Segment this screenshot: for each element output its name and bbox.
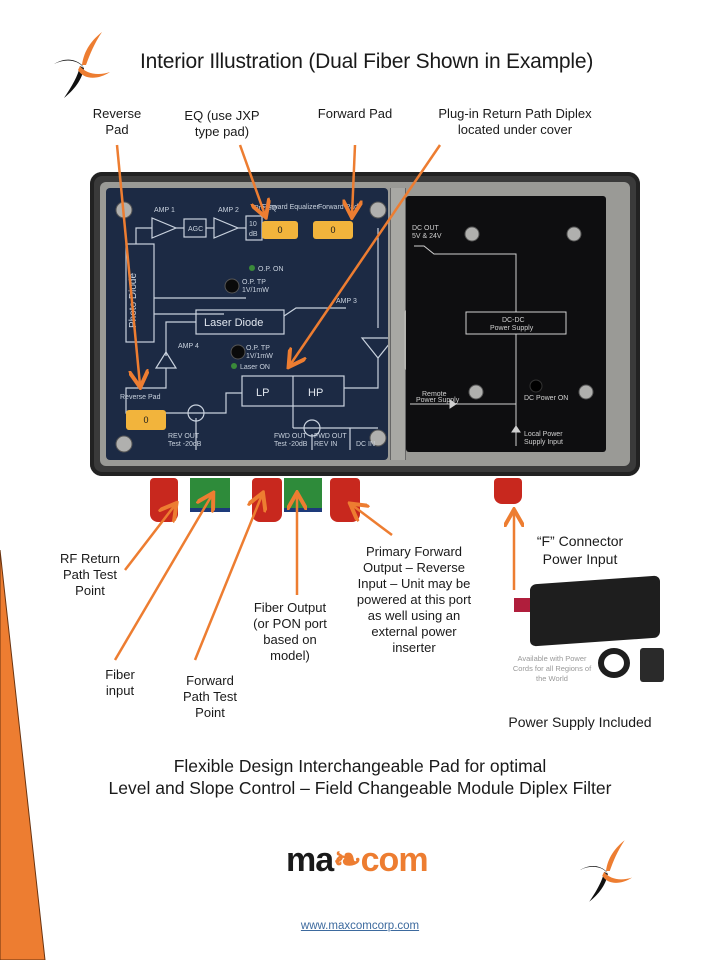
screw-icon	[115, 435, 133, 453]
callout-reverse-pad: Reverse Pad	[92, 106, 142, 137]
arrow-forward-test	[193, 495, 262, 661]
laser-on-led-icon	[231, 363, 237, 369]
svg-text:DC-DC: DC-DC	[502, 317, 525, 324]
svg-text:Forward Pad: Forward Pad	[318, 204, 358, 211]
power-board-schematic: DC OUT 5V & 24V DC-DC Power Supply Remot…	[410, 225, 594, 446]
svg-text:10: 10	[249, 221, 257, 228]
screw-icon	[369, 201, 387, 219]
maxcom-wordmark: ma❧com	[286, 840, 429, 880]
arrow-rf-return	[124, 505, 175, 571]
callout-fiber-input: Fiber input	[105, 667, 135, 698]
svg-text:FWD OUT: FWD OUT	[274, 433, 307, 440]
forward-pad[interactable]: 0	[313, 221, 353, 239]
svg-text:REV IN: REV IN	[314, 441, 337, 448]
svg-text:REV OUT: REV OUT	[168, 433, 200, 440]
svg-text:O.P. TP: O.P. TP	[246, 345, 270, 352]
svg-text:AGC: AGC	[188, 226, 203, 233]
svg-text:O.P. TP: O.P. TP	[242, 279, 266, 286]
decorative-wedge	[0, 550, 46, 960]
power-board: DC OUT 5V & 24V DC-DC Power Supply Remot…	[406, 196, 606, 452]
screw-icon	[578, 384, 594, 400]
svg-text:Supply Input: Supply Input	[524, 439, 563, 446]
reverse-pad[interactable]: 0	[126, 410, 166, 430]
svg-text:Forward Equalizer: Forward Equalizer	[262, 204, 319, 211]
svg-text:Power Supply: Power Supply	[490, 325, 534, 332]
svg-text:1V/1mW: 1V/1mW	[246, 353, 273, 360]
screw-icon	[468, 384, 484, 400]
svg-text:Local Power: Local Power	[524, 431, 563, 438]
callout-rf-return: RF Return Path Test Point	[60, 551, 120, 598]
svg-text:DC OUT: DC OUT	[412, 225, 440, 232]
website-link[interactable]: www.maxcomcorp.com	[300, 920, 420, 932]
svg-text:DC IN: DC IN	[356, 441, 375, 448]
brand-right: com	[360, 841, 429, 879]
adapter-connector	[514, 598, 530, 612]
arrow-reverse-pad	[115, 144, 140, 385]
arrow-fiber-input	[113, 495, 212, 661]
svg-text:Test -20dB: Test -20dB	[168, 441, 202, 448]
caption-line-2: Level and Slope Control – Field Changeab…	[108, 778, 612, 798]
callout-eq: EQ (use JXP type pad)	[184, 108, 260, 139]
svg-text:AMP 1: AMP 1	[154, 207, 175, 214]
screw-icon	[464, 226, 480, 242]
svg-text:Photo Diode: Photo Diode	[128, 273, 139, 328]
screw-icon	[369, 429, 387, 447]
svg-text:Test -20dB: Test -20dB	[274, 441, 308, 448]
callout-power-supply: Power Supply Included	[508, 714, 652, 730]
callout-f-connector: “F” Connector Power Input	[536, 533, 624, 567]
caption: Flexible Design Interchangeable Pad for …	[0, 755, 720, 799]
f-connector-power-port[interactable]	[494, 478, 522, 504]
svg-text:FWD OUT: FWD OUT	[314, 433, 347, 440]
svg-text:Reverse Pad: Reverse Pad	[120, 394, 161, 401]
svg-text:AMP 4: AMP 4	[178, 343, 199, 350]
page-title: Interior Illustration (Dual Fiber Shown …	[140, 50, 594, 73]
svg-text:AMP 3: AMP 3	[336, 298, 357, 305]
svg-text:Power Supply: Power Supply	[416, 397, 460, 404]
svg-text:HP: HP	[308, 387, 323, 399]
svg-text:Laser Diode: Laser Diode	[204, 317, 263, 329]
screw-icon	[566, 226, 582, 242]
callout-forward-test: Forward Path Test Point	[183, 673, 237, 720]
brand-left: ma	[286, 841, 334, 879]
maxcom-swirl-logo-icon	[54, 32, 110, 98]
power-adapter	[530, 575, 660, 647]
arrow-forward-pad	[352, 144, 355, 215]
forward-equalizer-pad[interactable]: 0	[262, 221, 298, 239]
op-on-led-icon	[249, 265, 255, 271]
brand-x-swoosh-icon: ❧	[333, 841, 361, 879]
svg-text:Remote: Remote	[422, 391, 447, 398]
maxcom-swirl-logo-icon	[579, 840, 633, 902]
svg-text:AMP 2: AMP 2	[218, 207, 239, 214]
svg-text:dB: dB	[249, 231, 258, 238]
svg-text:5V & 24V: 5V & 24V	[412, 233, 442, 240]
svg-text:DC Power ON: DC Power ON	[524, 395, 568, 402]
svg-text:Laser ON: Laser ON	[240, 364, 270, 371]
callout-forward-pad: Forward Pad	[317, 106, 393, 121]
callout-diplex: Plug-in Return Path Diplex located under…	[438, 106, 592, 137]
svg-text:O.P. ON: O.P. ON	[258, 266, 284, 273]
arrow-diplex	[290, 144, 442, 365]
power-plug-icon	[640, 648, 664, 682]
power-cords-note: Available with Power Cords for all Regio…	[512, 654, 592, 683]
arrow-primary-forward	[352, 505, 393, 536]
callout-fiber-output: Fiber Output (or PON port based on model…	[253, 600, 327, 663]
svg-text:LP: LP	[256, 387, 269, 399]
svg-text:1V/1mW: 1V/1mW	[242, 287, 269, 294]
callout-primary-forward: Primary Forward Output – Reverse Input –…	[356, 544, 472, 655]
arrow-eq	[238, 144, 265, 215]
power-cord-icon	[598, 648, 630, 678]
caption-line-1: Flexible Design Interchangeable Pad for …	[173, 756, 547, 776]
